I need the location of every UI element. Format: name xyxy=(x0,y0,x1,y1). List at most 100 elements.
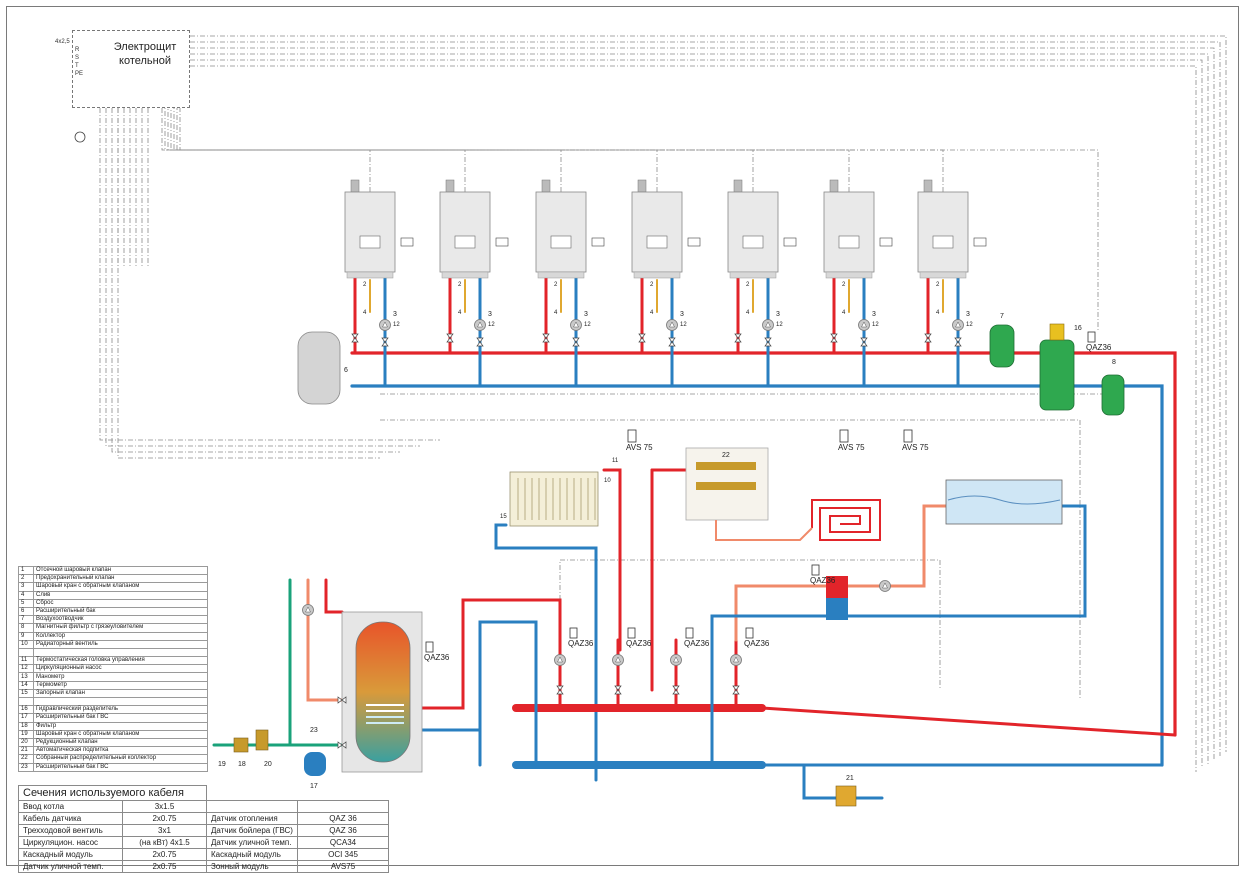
dhw-expansion-vessel-icon xyxy=(304,752,326,776)
legend-text: Манометр xyxy=(33,672,208,682)
legend-number: 6 xyxy=(18,606,34,617)
electrical-panel-title: Электрощит котельной xyxy=(113,41,177,67)
legend-text: Автоматическая подпитка xyxy=(33,746,208,756)
control-wire xyxy=(173,108,562,192)
ball-valve-icon xyxy=(638,333,646,343)
control-wire xyxy=(190,59,1203,768)
supply-header xyxy=(350,351,1177,737)
ball-valve-icon xyxy=(764,337,772,347)
legend-text: Шаровый кран с обратным клапаном xyxy=(33,729,208,739)
legend-number: 15 xyxy=(18,688,34,699)
dhw-coil-supply xyxy=(461,598,562,702)
gas-boiler xyxy=(823,179,893,279)
legend-number: 18 xyxy=(18,721,34,731)
legend-text: Запорный клапан xyxy=(33,688,208,699)
circulation-pump-icon xyxy=(670,654,682,666)
pool-feed xyxy=(846,504,1087,618)
tank-coil-in xyxy=(408,698,465,710)
temperature-sensor-icon xyxy=(685,627,694,639)
temperature-sensor-icon xyxy=(627,627,636,639)
legend-text: Расширительный бак ГВС xyxy=(33,713,208,723)
pool-return xyxy=(846,504,948,588)
circulation-pump-icon xyxy=(730,654,742,666)
device-model: QAZ 36 xyxy=(297,824,389,837)
sensor-label: QAZ36 xyxy=(424,653,450,662)
device-model: QCA34 xyxy=(297,836,389,849)
device-name: Датчик бойлера (ГВС) xyxy=(206,824,298,837)
item-label: 2 xyxy=(842,282,846,288)
item-label: 23 xyxy=(310,727,318,734)
device-model: AVS75 xyxy=(297,860,389,873)
item-label: 12 xyxy=(680,322,687,328)
temperature-sensor-icon xyxy=(811,564,820,576)
ball-valve-icon xyxy=(830,333,838,343)
legend-number: 20 xyxy=(18,737,34,748)
item-label: 2 xyxy=(746,282,750,288)
circulation-pump-icon xyxy=(952,319,964,331)
sensor-label: QAZ36 xyxy=(568,639,594,648)
sensor-label: QAZ36 xyxy=(1086,343,1112,352)
item-label: 2 xyxy=(554,282,558,288)
gas-boiler xyxy=(535,179,605,279)
item-label: 12 xyxy=(584,322,591,328)
item-label: 16 xyxy=(1074,325,1082,332)
circulation-pump-icon xyxy=(570,319,582,331)
item-label: 3 xyxy=(393,311,397,318)
item-label: 4 xyxy=(363,310,367,316)
device-name: Каскадный модуль xyxy=(206,848,298,861)
panel-input: 4x2,5 xyxy=(55,39,70,45)
temperature-sensor-icon xyxy=(745,627,754,639)
auto-refill-icon xyxy=(835,785,857,807)
legend-number: 21 xyxy=(18,746,34,756)
cable-section: 3x1.5 xyxy=(122,800,207,813)
ball-valve-icon xyxy=(954,337,962,347)
legend-text: Редукционный клапан xyxy=(33,737,208,748)
legend-text: Собранный распределительный коллектор xyxy=(33,754,208,764)
item-label: 12 xyxy=(488,322,495,328)
control-wire xyxy=(190,47,1215,760)
panel-input: T xyxy=(75,63,79,69)
ball-valve-icon xyxy=(732,685,740,695)
gas-boiler xyxy=(727,179,797,279)
item-label: 2 xyxy=(936,282,940,288)
zone-module-icon xyxy=(839,429,849,443)
ball-valve-icon xyxy=(476,337,484,347)
tank-top-supply xyxy=(324,578,344,614)
item-label: 12 xyxy=(872,322,879,328)
sensor-label: QAZ36 xyxy=(744,639,770,648)
cable-table-title: Сечения используемого кабеля xyxy=(18,785,207,801)
return-header xyxy=(350,384,1164,767)
ball-valve-icon xyxy=(542,333,550,343)
dhw-coil-return xyxy=(478,620,538,767)
control-wire xyxy=(190,41,1221,756)
underfloor-loop-icon xyxy=(715,499,881,541)
legend-number: 11 xyxy=(18,656,34,666)
magnetic-filter-icon xyxy=(1101,374,1125,416)
legend-number: 5 xyxy=(18,598,34,608)
distribution-manifold-icon xyxy=(685,447,769,521)
legend-text: Отсечной шаровый клапан xyxy=(33,565,208,576)
ball-valve-icon xyxy=(860,337,868,347)
legend-text: Гидравлический разделитель xyxy=(33,705,208,715)
circulation-pump-icon xyxy=(612,654,624,666)
zone-module-label: AVS 75 xyxy=(626,443,653,452)
item-label: 22 xyxy=(722,452,730,459)
legend-number: 1 xyxy=(18,565,34,576)
control-wire xyxy=(176,108,466,192)
control-wire xyxy=(559,559,941,690)
